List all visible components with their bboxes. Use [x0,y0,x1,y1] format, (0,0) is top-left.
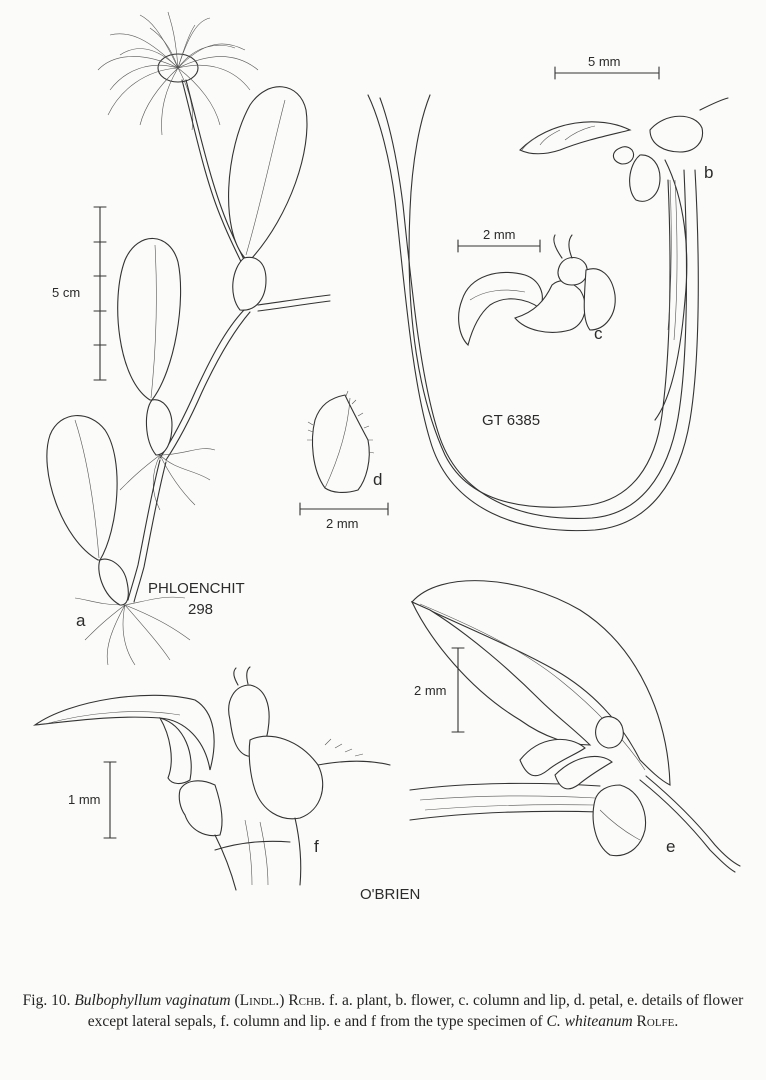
figure-label-e: e [666,837,675,856]
flower-head-tuft [97,11,259,136]
flower-b-column [629,154,661,202]
pseudobulb-top [232,256,267,311]
figure-e-flower-detail: 2 mm e [409,580,741,873]
figure-label-a: a [76,611,86,630]
scale-bar-f [103,761,117,839]
figure-label-d: d [373,470,382,489]
figure-c-column-lip: 2 mm c [457,227,616,347]
caption-species: Bulbophyllum vaginatum [74,992,231,1009]
scale-bar-d [299,502,389,516]
scale-bar-c [457,239,541,253]
caption-type-name: C. whiteanum [546,1013,633,1030]
scale-label-b: 5 mm [588,54,621,69]
scale-bar-e [451,647,465,733]
specimen-obrien: O'BRIEN [360,886,420,903]
figure-label-c: c [594,324,603,343]
caption-description: f. a. plant, b. flower, c. column and li… [87,992,744,1030]
pseudobulb-middle [145,399,173,456]
scale-label-a: 5 cm [52,285,80,300]
leaf-bottom [46,415,118,561]
flower-b-petal [649,115,704,153]
figure-a-plant: 5 cm PHLOENCHIT 298 a [46,11,331,666]
figure-caption: Fig. 10. Bulbophyllum vaginatum (Lindl.)… [20,990,746,1032]
figure-d-petal: 2 mm d [299,390,389,531]
caption-type-author: Rolfe. [636,1013,679,1030]
scale-bar-b [554,66,660,80]
figure-f-column-lip: 1 mm f O'BRIEN [32,666,420,903]
scale-bar-a [93,206,107,381]
figure-label-b: b [704,163,713,182]
specimen-phloenchit-name: PHLOENCHIT [148,580,245,597]
figure-b-flower: 5 mm b GT 6385 [367,54,729,532]
figure-label-f: f [314,837,319,856]
flower-b-dorsal-sepal [519,121,632,155]
specimen-phloenchit-number: 298 [188,601,213,618]
pseudobulb-bottom [98,558,129,606]
scale-label-d: 2 mm [326,516,359,531]
specimen-gt: GT 6385 [482,412,540,429]
caption-fig-number: Fig. 10. [22,992,71,1009]
caption-authority-2: Rchb. [288,992,326,1009]
scale-label-c: 2 mm [483,227,516,242]
leaf-top [228,86,308,259]
caption-authority-1: (Lindl.) [234,992,285,1009]
leaf-middle [117,237,182,401]
scale-label-e: 2 mm [414,683,447,698]
scale-label-f: 1 mm [68,792,101,807]
